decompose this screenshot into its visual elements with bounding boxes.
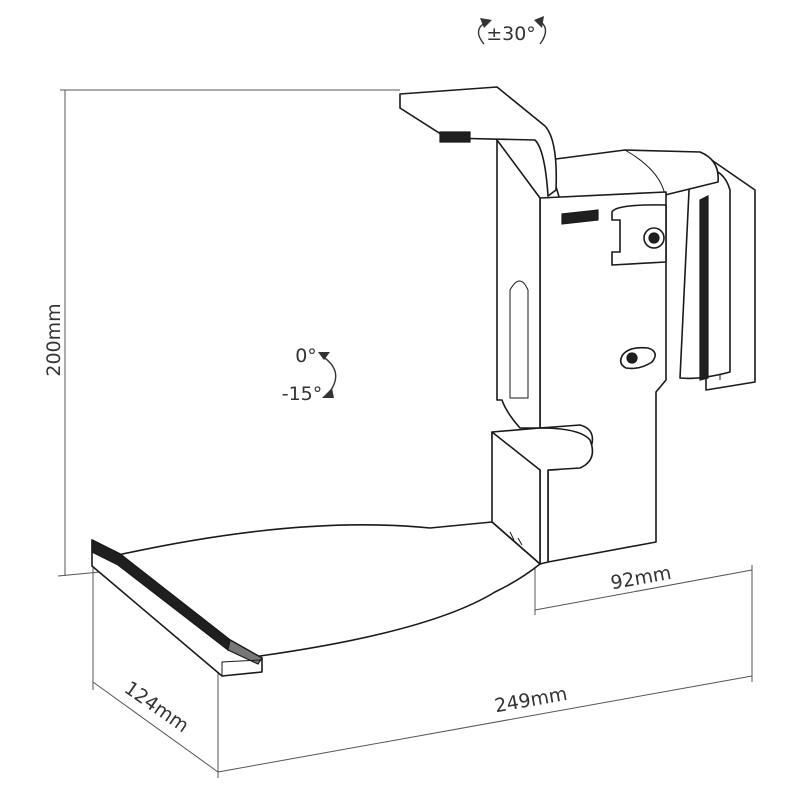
height-dimension-label: 200mm [43,303,65,376]
dimension-lines [57,89,753,778]
width-dimension-label: 249mm [493,683,569,717]
tilt-indicator [318,352,337,398]
tilt-lower-label: -15° [282,383,323,405]
rotation-label: ±30° [486,23,536,45]
rotation-indicator [477,16,547,45]
bracket-drawing [91,86,756,677]
tilt-upper-label: 0° [295,345,317,367]
back-depth-dimension-label: 92mm [609,562,673,594]
